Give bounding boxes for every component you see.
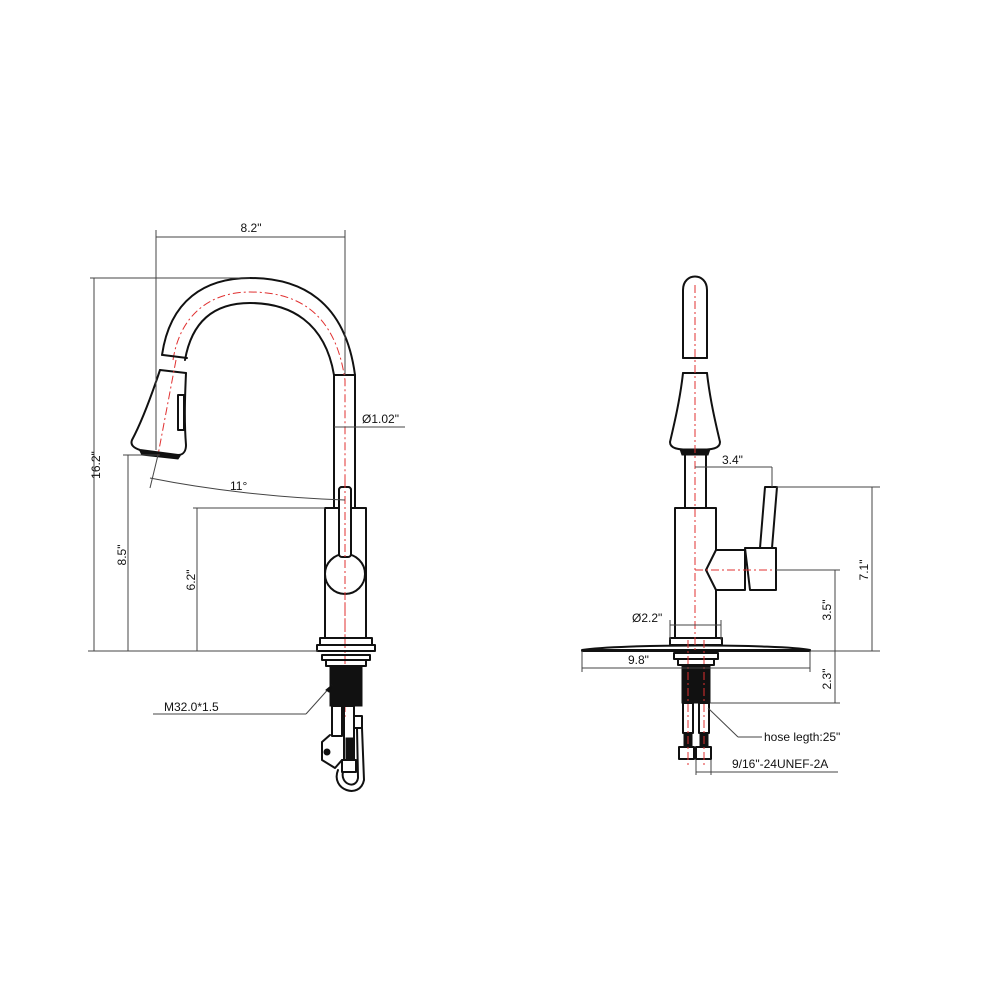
deck-plate-width-dimension: 9.8" [628,653,649,667]
spout-gooseneck [161,277,356,650]
side-view: 3.4" 7.1" 3.5" 2.3" Ø2.2" 9.8" [581,275,880,775]
shank-length-dimension: 2.3" [820,669,834,690]
spray-head [130,354,188,460]
front-dimensions: 8.2" 16.2" 8.5" 6.2" Ø1.02" 11° [88,221,405,715]
spout-diameter-dimension: Ø1.02" [362,412,399,426]
handle-height-dimension: 7.1" [857,560,871,581]
spout-clearance-dimension: 8.5" [115,545,129,566]
hose-length-label: hose legth:25" [764,730,840,744]
supply-hoses [321,705,365,792]
body-height-dimension: 6.2" [184,570,198,591]
mounting-base [316,637,376,707]
base-diameter-dimension: Ø2.2" [632,611,662,625]
width-dimension: 8.2" [241,221,262,235]
total-height-dimension: 16.2" [89,451,103,479]
faucet-body [324,480,367,720]
spray-angle-dimension: 11° [230,479,247,493]
handle-reach-dimension: 3.4" [722,453,743,467]
hose-thread-label: 9/16"-24UNEF-2A [732,757,828,771]
side-dimensions: 3.4" 7.1" 3.5" 2.3" Ø2.2" 9.8" [581,453,880,775]
deck-plate [581,644,811,652]
front-view: 8.2" 16.2" 8.5" 6.2" Ø1.02" 11° [88,221,405,792]
handle-axis-height-dimension: 3.5" [820,600,834,621]
side-body [669,454,778,646]
mount-thread-label: M32.0*1.5 [164,700,219,714]
